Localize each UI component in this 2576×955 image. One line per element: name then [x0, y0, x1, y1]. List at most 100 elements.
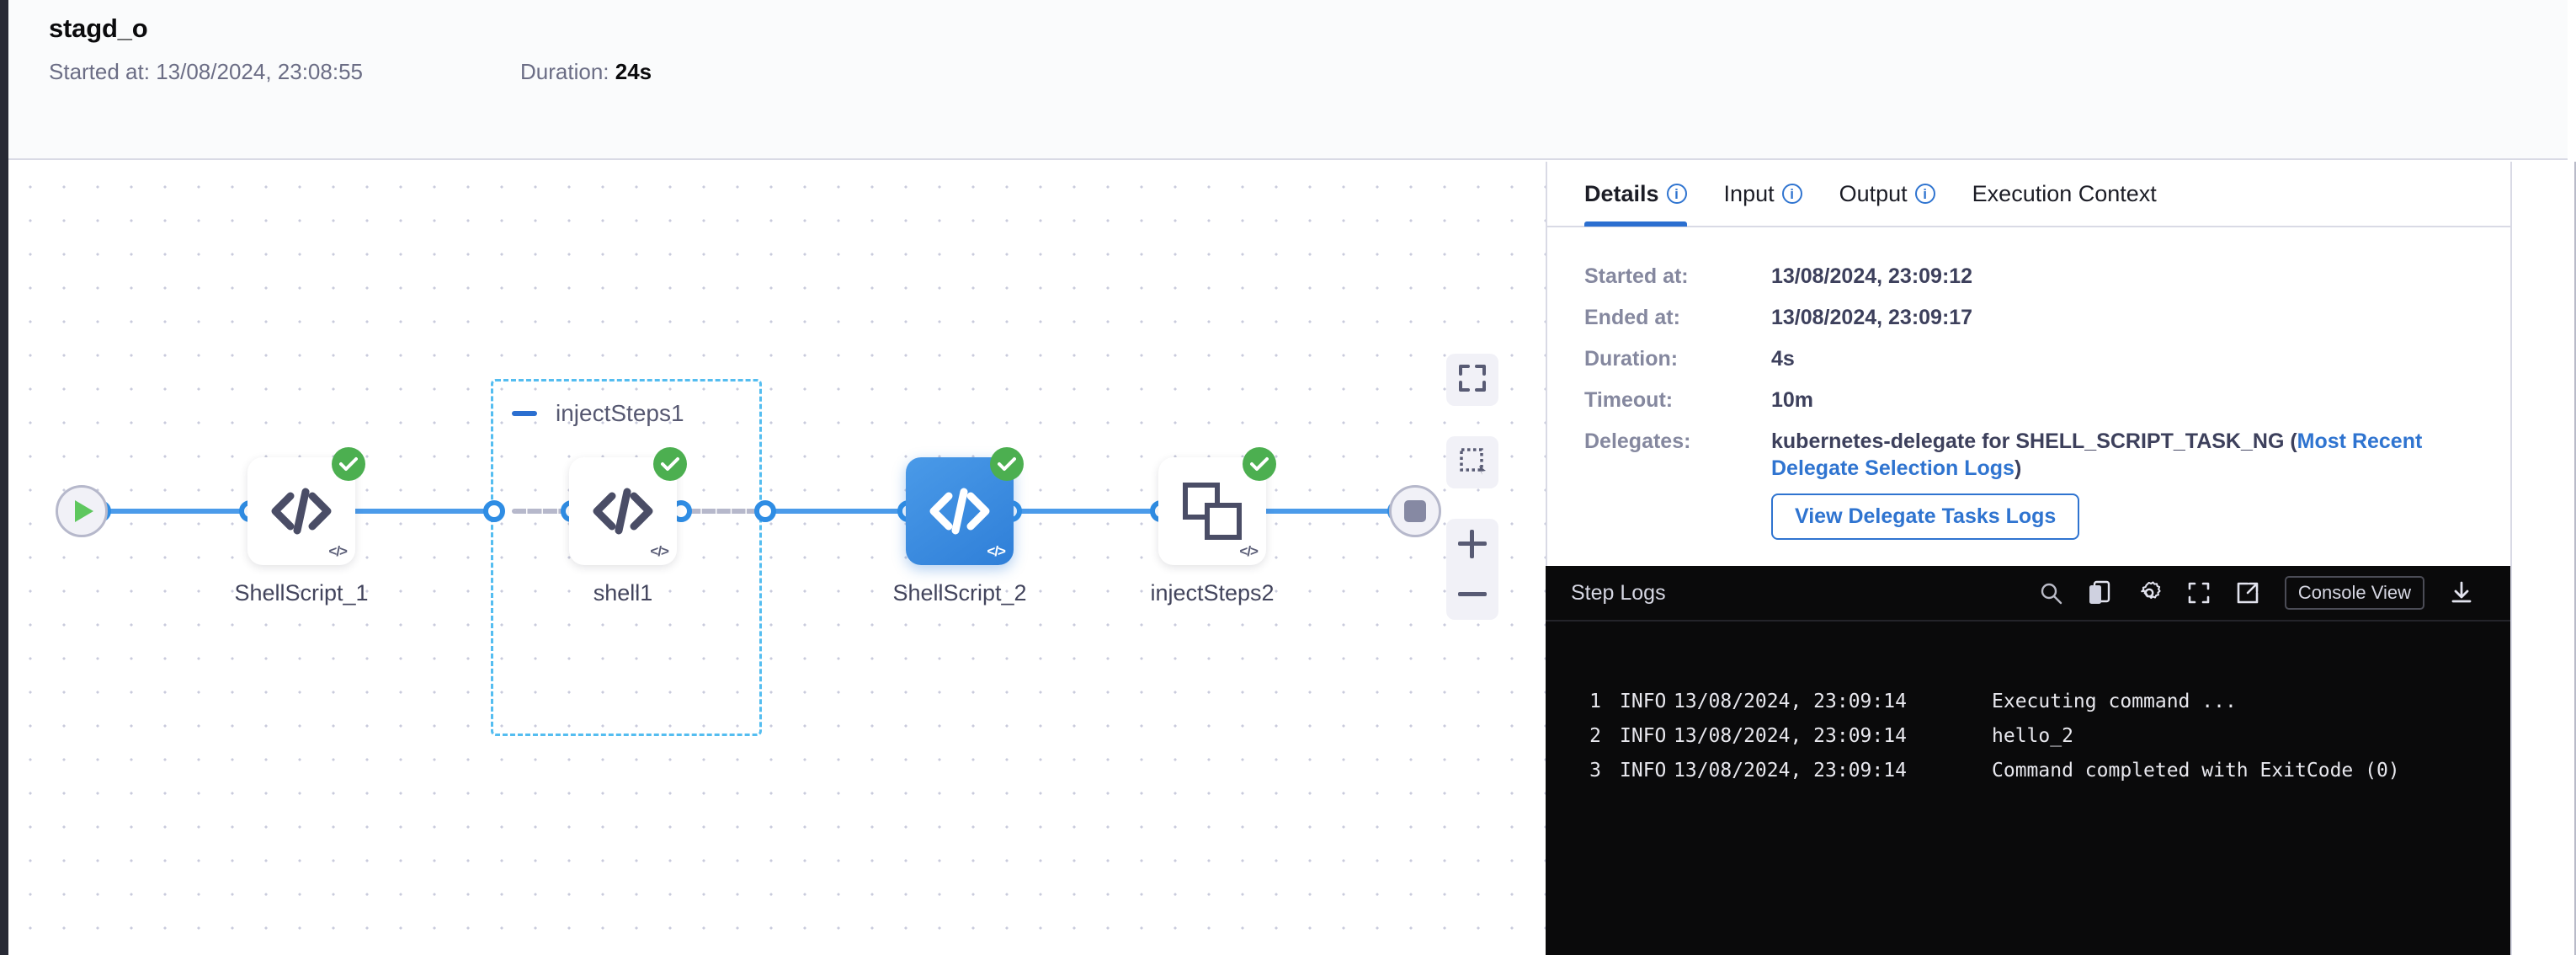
detail-row-ended-at: Ended at: 13/08/2024, 23:09:17 — [1584, 304, 2475, 331]
delegates-label: Delegates: — [1584, 429, 1691, 453]
header-meta: Started at: 13/08/2024, 23:08:55 Duratio… — [49, 59, 652, 85]
log-line-level: INFO — [1620, 724, 1667, 747]
zoom-in-button[interactable] — [1446, 519, 1498, 569]
detail-row-delegates: Delegates: kubernetes-delegate for SHELL… — [1584, 428, 2475, 540]
collapse-minus-icon[interactable] — [512, 411, 537, 416]
stop-icon — [1404, 500, 1426, 522]
play-icon — [75, 500, 93, 522]
edge-start-to-shellscript1 — [99, 509, 251, 514]
step-node-injectsteps2[interactable]: </> — [1158, 447, 1276, 565]
selection-box-button[interactable] — [1446, 436, 1498, 488]
group-title: injectSteps1 — [556, 400, 684, 426]
download-icon[interactable] — [2450, 581, 2473, 605]
log-line: 1 INFO 13/08/2024, 23:09:14 Executing co… — [1546, 684, 2510, 718]
node-label-shell1: shell1 — [593, 580, 653, 606]
node-label-injectsteps2: injectSteps2 — [1150, 580, 1275, 606]
edge-group-in-dashed — [512, 509, 596, 514]
step-node-shellscript1[interactable]: </> — [247, 447, 365, 565]
duration-value: 4s — [1771, 347, 1795, 371]
tab-execution-context[interactable]: Execution Context — [1972, 161, 2157, 227]
end-node[interactable] — [1389, 485, 1441, 537]
left-rail — [0, 0, 8, 955]
info-icon[interactable]: i — [1914, 184, 1935, 204]
edge-group-out-dashed — [687, 509, 768, 514]
log-output[interactable]: 1 INFO 13/08/2024, 23:09:14 Executing co… — [1546, 684, 2510, 787]
pipeline-canvas[interactable]: injectSteps1 — [8, 162, 1546, 955]
detail-row-duration: Duration: 4s — [1584, 345, 2475, 372]
search-icon[interactable] — [2039, 581, 2062, 605]
log-line-message: hello_2 — [1992, 724, 2073, 747]
timeout-label: Timeout: — [1584, 388, 1674, 412]
console-view-button[interactable]: Console View — [2284, 576, 2424, 610]
external-link-icon[interactable] — [2236, 581, 2259, 605]
info-icon[interactable]: i — [1666, 184, 1687, 204]
step-node-shell1[interactable]: </> — [569, 447, 687, 565]
port-group-out[interactable] — [754, 500, 776, 522]
tab-output[interactable]: Output i — [1839, 161, 1935, 227]
log-line-level: INFO — [1620, 690, 1667, 712]
selection-box-icon — [1458, 446, 1487, 479]
log-line-time: 13/08/2024, 23:09:14 — [1674, 759, 1907, 782]
gear-icon[interactable] — [2137, 580, 2162, 606]
status-success-icon — [653, 447, 687, 481]
step-logs-tools: Console View — [2039, 576, 2473, 610]
duration-value: 24s — [615, 59, 652, 84]
node-type-label: </> — [328, 543, 348, 559]
code-icon — [592, 488, 654, 535]
layers-icon — [1182, 482, 1243, 541]
info-icon[interactable]: i — [1781, 184, 1802, 204]
tab-output-label: Output — [1839, 180, 1908, 206]
ended-at-label: Ended at: — [1584, 306, 1680, 329]
duration-label: Duration: — [520, 59, 609, 84]
node-label-shellscript2: ShellScript_2 — [892, 580, 1027, 606]
log-line-number: 2 — [1589, 724, 1601, 747]
started-at-label: Started at: — [1584, 264, 1689, 288]
status-success-icon — [1243, 447, 1276, 481]
edge-shellscript2-to-injectsteps2 — [1010, 509, 1160, 514]
step-group-injectSteps1[interactable]: injectSteps1 — [491, 379, 762, 736]
tab-details[interactable]: Details i — [1584, 161, 1687, 227]
fit-to-screen-button[interactable] — [1446, 354, 1498, 406]
started-at-value: 13/08/2024, 23:08:55 — [156, 59, 363, 84]
log-line-time: 13/08/2024, 23:09:14 — [1674, 724, 1907, 747]
node-label-shellscript1: ShellScript_1 — [234, 580, 369, 606]
tab-input-label: Input — [1723, 180, 1775, 206]
node-type-label: </> — [987, 543, 1006, 559]
started-at-label: Started at: — [49, 59, 150, 84]
edge-group-to-shellscript2 — [766, 509, 906, 514]
node-type-label: </> — [1239, 543, 1259, 559]
port-shellscript1-out[interactable] — [483, 500, 505, 522]
log-line-time: 13/08/2024, 23:09:14 — [1674, 690, 1907, 712]
group-header[interactable]: injectSteps1 — [512, 400, 684, 427]
tab-input[interactable]: Input i — [1724, 161, 1802, 227]
step-logs-toolbar: Step Logs — [1546, 566, 2510, 622]
zoom-controls[interactable] — [1446, 519, 1498, 620]
copy-icon[interactable] — [2088, 580, 2111, 606]
step-node-shellscript2[interactable]: </> — [906, 447, 1024, 565]
ended-at-value: 13/08/2024, 23:09:17 — [1771, 306, 1973, 329]
delegates-value: kubernetes-delegate for SHELL_SCRIPT_TAS… — [1771, 428, 2475, 482]
duration-label: Duration: — [1584, 347, 1679, 371]
log-line: 3 INFO 13/08/2024, 23:09:14 Command comp… — [1546, 753, 2510, 787]
log-line-number: 1 — [1589, 690, 1601, 712]
delegates-tail: ) — [2014, 456, 2022, 480]
log-line-number: 3 — [1589, 759, 1601, 782]
page-title: stagd_o — [49, 13, 148, 43]
code-icon — [270, 488, 333, 535]
edge-shellscript1-to-group — [343, 509, 493, 514]
view-delegate-tasks-logs-button[interactable]: View Delegate Tasks Logs — [1771, 494, 2080, 540]
step-logs-title: Step Logs — [1571, 580, 1666, 605]
expand-icon[interactable] — [2187, 581, 2211, 605]
log-line-message: Command completed with ExitCode (0) — [1992, 759, 2400, 782]
most-recent-delegate-selection-logs-link[interactable]: Most Recent Delegate Selection Logs — [1771, 429, 2423, 480]
started-at-value: 13/08/2024, 23:09:12 — [1771, 264, 1973, 288]
duration-meta: Duration: 24s — [520, 59, 652, 85]
detail-row-timeout: Timeout: 10m — [1584, 387, 2475, 413]
started-at-meta: Started at: 13/08/2024, 23:08:55 — [49, 59, 520, 85]
zoom-out-button[interactable] — [1446, 569, 1498, 620]
log-line-level: INFO — [1620, 759, 1667, 782]
delegates-text: kubernetes-delegate for SHELL_SCRIPT_TAS… — [1771, 429, 2297, 453]
details-content: Started at: 13/08/2024, 23:09:12 Ended a… — [1547, 229, 2512, 554]
step-logs-panel: Step Logs — [1546, 566, 2510, 955]
start-node[interactable] — [56, 485, 108, 537]
